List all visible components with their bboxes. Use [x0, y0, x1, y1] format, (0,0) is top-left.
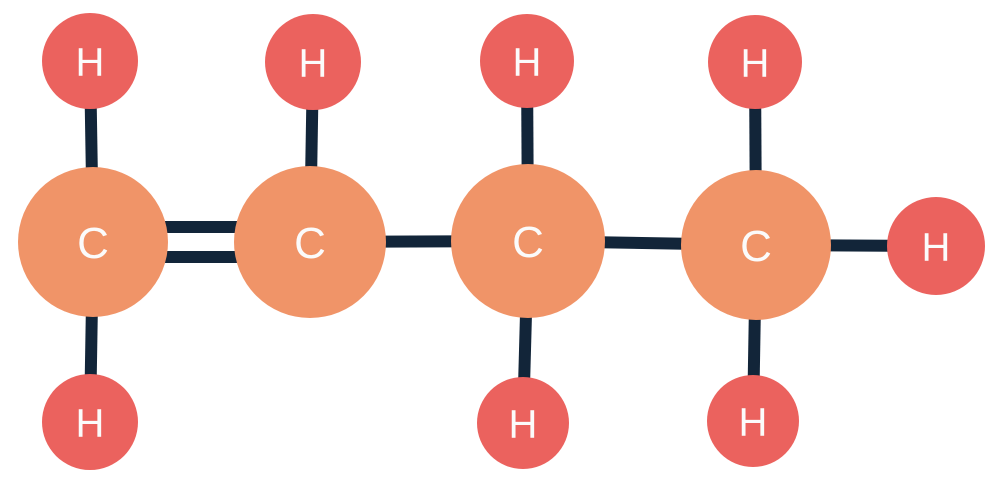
hydrogen-circle-H4	[480, 14, 574, 108]
hydrogen-atom-H2: H	[42, 374, 138, 470]
atom-label-C1: C	[77, 219, 109, 268]
atom-label-H6: H	[741, 41, 770, 85]
atom-label-H5: H	[509, 402, 538, 446]
hydrogen-circle-H8	[887, 197, 985, 295]
atom-label-C3: C	[512, 218, 544, 267]
atom-label-H1: H	[76, 40, 105, 84]
hydrogen-atom-H6: H	[708, 15, 802, 109]
hydrogen-circle-H7	[707, 375, 799, 467]
hydrogen-circle-H5	[477, 377, 569, 469]
hydrogen-atom-H3: H	[265, 14, 361, 110]
atom-label-H7: H	[739, 400, 768, 444]
carbon-atom-C3: C	[451, 164, 605, 318]
atom-label-H2: H	[76, 401, 105, 445]
atom-label-H8: H	[922, 225, 951, 269]
carbon-atom-C4: C	[681, 170, 831, 320]
hydrogen-atom-H1: H	[42, 13, 138, 109]
carbon-circle-C1	[18, 167, 168, 317]
hydrogen-atom-H4: H	[480, 14, 574, 108]
hydrogen-circle-H2	[42, 374, 138, 470]
carbon-atom-C1: C	[18, 167, 168, 317]
atom-label-C2: C	[294, 219, 326, 268]
carbon-circle-C2	[234, 166, 386, 318]
hydrogen-atom-H7: H	[707, 375, 799, 467]
hydrogen-atom-H8: H	[887, 197, 985, 295]
atom-label-C4: C	[740, 222, 772, 271]
carbon-atom-C2: C	[234, 166, 386, 318]
hydrogen-atom-H5: H	[477, 377, 569, 469]
hydrogen-circle-H1	[42, 13, 138, 109]
carbon-circle-C4	[681, 170, 831, 320]
hydrogen-circle-H3	[265, 14, 361, 110]
carbon-circle-C3	[451, 164, 605, 318]
atom-label-H3: H	[299, 41, 328, 85]
hydrogen-circle-H6	[708, 15, 802, 109]
atom-label-H4: H	[513, 40, 542, 84]
